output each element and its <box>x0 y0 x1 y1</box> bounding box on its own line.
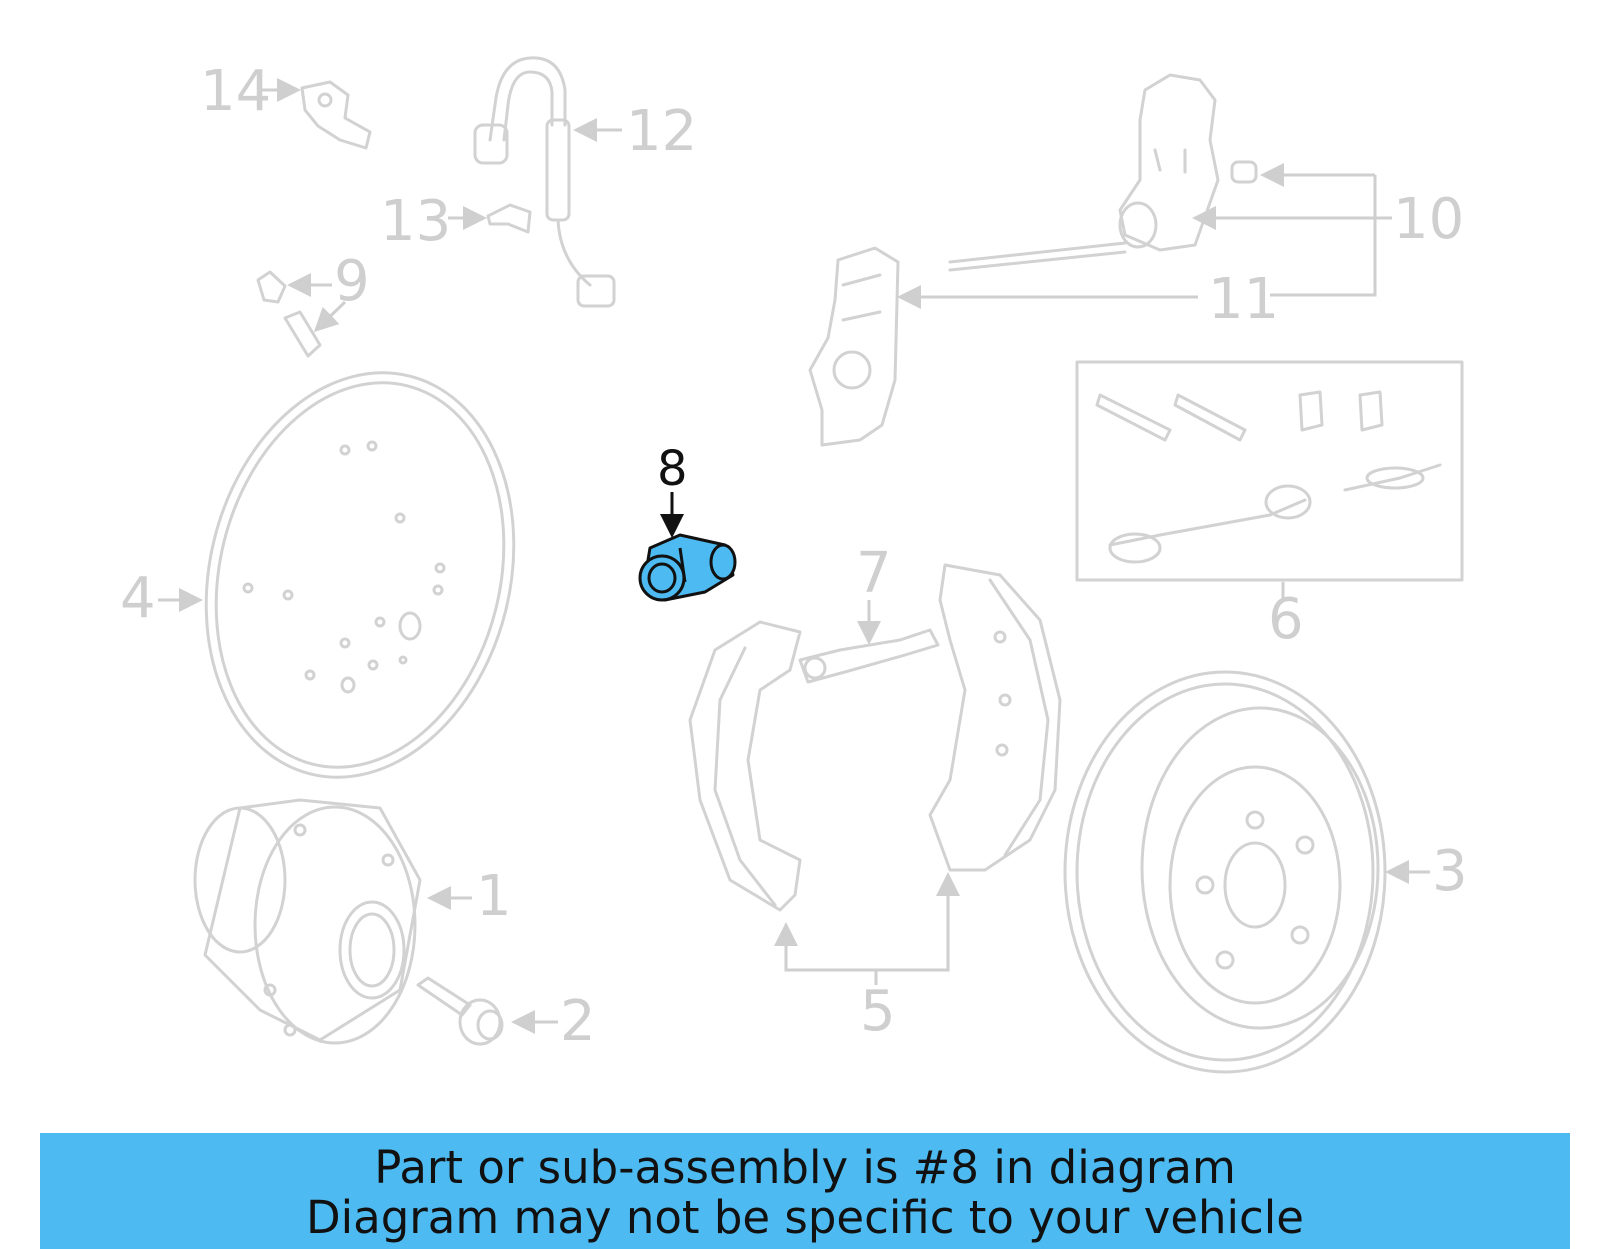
part-7-adjuster[interactable] <box>798 628 940 684</box>
callout-1: 1 <box>476 864 512 929</box>
part-8-wheel-cylinder[interactable] <box>638 533 737 602</box>
callout-10: 10 <box>1393 187 1464 252</box>
callout-11: 11 <box>1208 267 1279 332</box>
callout-8: 8 <box>657 441 688 497</box>
banner-line-1: Part or sub-assembly is #8 in diagram <box>374 1141 1236 1194</box>
part-14-speed-sensor[interactable] <box>300 80 372 150</box>
part-10-actuator[interactable] <box>948 73 1258 272</box>
callout-14: 14 <box>200 59 271 124</box>
part-6-hardware-kit[interactable] <box>1075 360 1464 582</box>
callout-5: 5 <box>860 979 896 1044</box>
info-banner: Part or sub-assembly is #8 in diagram Di… <box>40 1133 1570 1249</box>
callout-2: 2 <box>560 989 596 1054</box>
callout-3: 3 <box>1432 839 1468 904</box>
banner-line-2: Diagram may not be specific to your vehi… <box>306 1191 1304 1244</box>
callout-4: 4 <box>120 566 156 631</box>
part-11-caliper-bracket[interactable] <box>808 246 900 447</box>
part-1-hub-bearing[interactable] <box>193 798 422 1045</box>
callout-13: 13 <box>380 189 451 254</box>
part-5-brake-shoes[interactable] <box>688 563 1062 912</box>
callout-9: 9 <box>334 249 370 314</box>
part-13-clip[interactable] <box>486 203 532 234</box>
part-4-backing-plate[interactable] <box>165 340 555 810</box>
callout-6: 6 <box>1268 587 1304 652</box>
callout-7: 7 <box>856 541 892 606</box>
part-9-bleeder[interactable] <box>256 270 322 358</box>
parts-diagram: 14 12 13 9 4 <box>120 56 1468 1074</box>
part-2-hub-bolt[interactable] <box>416 976 504 1046</box>
callout-12: 12 <box>626 99 697 164</box>
part-3-brake-drum[interactable] <box>1063 670 1387 1074</box>
part-12-brake-hose[interactable] <box>473 56 616 308</box>
